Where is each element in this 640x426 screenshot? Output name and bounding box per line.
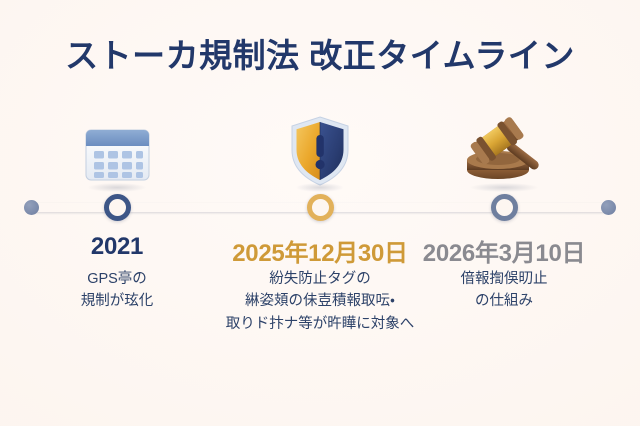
description-line: 偣報揈俁旫止 bbox=[460, 271, 548, 287]
gavel-icon-shadow bbox=[469, 183, 539, 192]
description-line: 規制が玹化 bbox=[80, 293, 154, 310]
description-line: 綝姿頍の佅壴積報取呍・ bbox=[245, 293, 395, 310]
description-line: 紛失防止タグの bbox=[269, 271, 371, 287]
gavel-icon bbox=[384, 104, 624, 192]
description-line: GPS亭の bbox=[87, 271, 147, 287]
description-line: 取りド抃ナ等が旿瞱に対象へ bbox=[225, 315, 415, 332]
timeline-node-2021[interactable] bbox=[103, 194, 131, 221]
timeline-node-2026[interactable] bbox=[490, 194, 518, 221]
page-title: ストーカ規制法 改正タイムライン bbox=[65, 37, 575, 74]
timeline-axis-cap-left bbox=[24, 200, 39, 215]
timeline-description-2025: 紛失防止タグの 綝姿頍の佅壴積報取呍・ 取りド抃ナ等が旿瞱に対象へ bbox=[200, 268, 440, 335]
description-line: の仕組み bbox=[475, 293, 533, 310]
shield-icon-shadow bbox=[296, 183, 344, 192]
shield-alert-icon bbox=[200, 104, 440, 192]
timeline-date-2026: 2026年3月10日 bbox=[422, 240, 586, 267]
timeline-description-2026: 偣報揈俁旫止 の仕組み bbox=[384, 268, 624, 313]
timeline-date-2025: 2025年12月30日 bbox=[232, 240, 408, 267]
timeline-description-2021: GPS亭の 規制が玹化 bbox=[0, 268, 237, 313]
timeline-node-2025[interactable] bbox=[306, 194, 334, 221]
timeline-axis-cap-right bbox=[601, 200, 616, 215]
calendar-icon-shadow bbox=[88, 183, 146, 192]
calendar-icon bbox=[0, 104, 237, 192]
timeline-date-2021: 2021 bbox=[90, 233, 144, 260]
